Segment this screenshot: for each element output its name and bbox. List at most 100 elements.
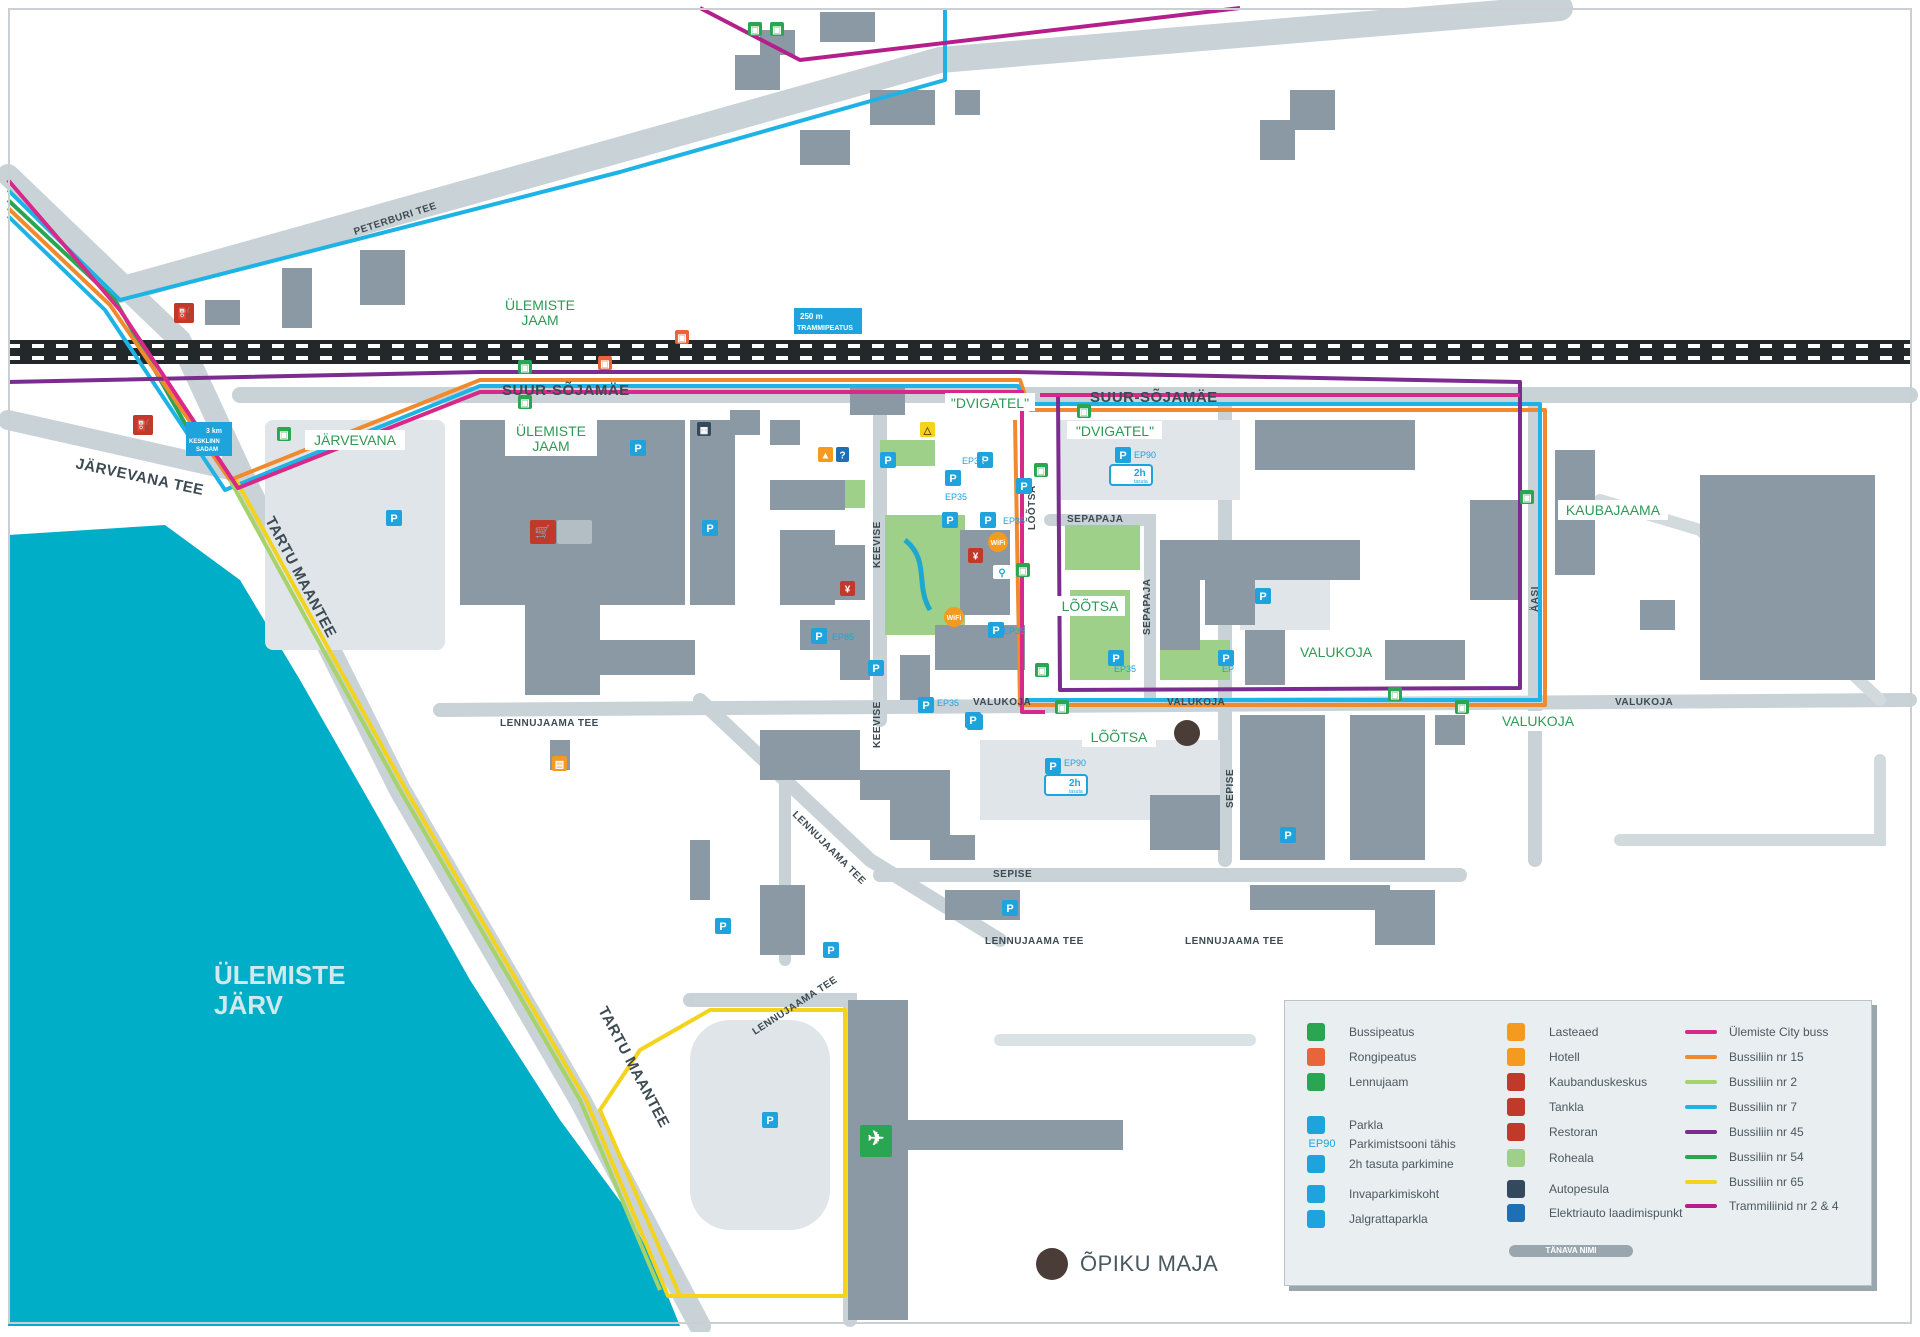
parking-big-icon[interactable]: P — [965, 712, 981, 728]
parking-icon[interactable]: P — [942, 512, 958, 528]
svg-text:▣: ▣ — [1036, 466, 1045, 477]
svg-text:⛽: ⛽ — [136, 419, 150, 432]
info-icon[interactable]: ? — [836, 447, 849, 462]
parking-icon[interactable]: P — [1255, 588, 1271, 604]
bus-stop-icon[interactable]: ▣ — [1035, 663, 1049, 677]
legend-item-label: Bussiliin nr 65 — [1729, 1175, 1804, 1189]
hotel-icon[interactable]: ▤ — [552, 756, 567, 771]
parking-icon[interactable]: P — [868, 660, 884, 676]
parking-icon[interactable]: P — [823, 942, 839, 958]
bus-stop-icon[interactable]: ▣ — [518, 360, 532, 374]
parking-icon[interactable]: P — [630, 440, 646, 456]
legend-item: Bussiliin nr 2 — [1685, 1071, 1797, 1093]
legend-item-label: Parkimistsooni tähis — [1349, 1137, 1456, 1151]
parking-icon[interactable]: P — [811, 628, 827, 644]
bus-stop-icon[interactable]: ▣ — [1388, 687, 1402, 701]
legend-item-label: Parkla — [1349, 1118, 1384, 1132]
route-line-7 — [6, 178, 1045, 714]
parking-icon[interactable]: P — [880, 452, 896, 468]
bus-stop-icon[interactable]: ▣ — [1077, 404, 1091, 418]
shopping-logo-icon[interactable] — [557, 520, 592, 544]
svg-text:tasuta: tasuta — [1134, 479, 1148, 485]
fuel-icon[interactable]: ⛽ — [174, 303, 194, 323]
bus-stop-icon[interactable]: ▣ — [1016, 563, 1030, 577]
bus-stop-icon[interactable]: ▣ — [277, 427, 291, 441]
parking-icon[interactable]: P — [1108, 650, 1124, 666]
svg-text:P: P — [1222, 653, 1229, 665]
opiku-maja-label[interactable]: ÕPIKU MAJA — [1036, 1248, 1218, 1280]
city-sign-line2: SADAM — [196, 447, 218, 453]
svg-text:▣: ▣ — [520, 363, 529, 374]
city-direction-sign[interactable]: 3 km KESKLINN SADAM — [186, 422, 232, 456]
bus-stop-icon[interactable]: ▣ — [1520, 490, 1534, 504]
parking-icon[interactable]: P — [386, 510, 402, 526]
parking-icon[interactable]: P — [1045, 758, 1061, 774]
bus-stop-icon[interactable]: ▣ — [1055, 700, 1069, 714]
parking-icon[interactable]: P — [1280, 827, 1296, 843]
street-label-aasi: ÄASI — [1528, 586, 1541, 612]
svg-text:P: P — [815, 631, 822, 643]
tram-stop-sign[interactable]: 250 m TRAMMIPEATUS — [794, 308, 862, 334]
legend-item: Rongipeatus — [1307, 1046, 1416, 1068]
parking-icon[interactable]: P — [1002, 900, 1018, 916]
parking-icon[interactable]: P — [945, 470, 961, 486]
parking-icon[interactable]: P — [762, 1112, 778, 1128]
bicycle-parking-icon[interactable]: ⚲ — [993, 565, 1011, 579]
restaurant-icon[interactable]: ¥ — [840, 581, 855, 596]
parking-big-icon[interactable]: P — [1016, 478, 1032, 494]
warning-icon[interactable]: △ — [920, 422, 935, 437]
car-wash-icon[interactable]: ▦ — [697, 422, 711, 436]
parking-icon[interactable]: P — [715, 918, 731, 934]
legend-item-label: Tankla — [1549, 1100, 1584, 1114]
svg-text:2h: 2h — [1069, 778, 1081, 789]
train-stop-icon[interactable]: ▣ — [675, 330, 689, 344]
kindergarten-icon[interactable]: ▲ — [818, 447, 833, 462]
parking-icon[interactable]: P — [1218, 650, 1234, 666]
parking-icon[interactable]: P — [977, 452, 993, 468]
svg-text:▦: ▦ — [700, 425, 709, 435]
opiku-maja-dot-icon — [1036, 1248, 1068, 1280]
svg-text:▤: ▤ — [555, 760, 564, 771]
svg-text:P: P — [1284, 830, 1291, 842]
bus-stop-icon[interactable]: ▣ — [1034, 463, 1048, 477]
opiku-maja-marker[interactable] — [1174, 720, 1200, 746]
street-label-sepapaja: SEPAPAJA — [1067, 514, 1123, 525]
parking-icon[interactable]: P — [1115, 447, 1131, 463]
svg-text:▣: ▣ — [750, 25, 759, 36]
bus-stop-icon[interactable]: ▣ — [748, 22, 762, 36]
train-stop-icon[interactable]: ▣ — [598, 356, 612, 370]
svg-text:P: P — [719, 921, 726, 933]
lake-label-line1: ÜLEMISTE — [214, 960, 345, 990]
place-label-lootsa-2: LÕÕTSA — [1091, 729, 1148, 745]
parking-icon[interactable]: P — [918, 697, 934, 713]
bus-stop-icon[interactable]: ▣ — [1455, 700, 1469, 714]
svg-text:P: P — [984, 515, 991, 527]
legend-item-label: Bussiliin nr 15 — [1729, 1050, 1804, 1064]
parking-icon[interactable]: P — [988, 622, 1004, 638]
restaurant-icon[interactable]: ¥ — [968, 548, 983, 563]
svg-text:P: P — [884, 455, 891, 467]
place-label-kaubajaama: KAUBAJAAMA — [1566, 502, 1661, 518]
svg-text:?: ? — [839, 451, 845, 462]
free-parking-icon — [1307, 1155, 1325, 1173]
shopping-icon — [1507, 1073, 1525, 1091]
legend-item: Invaparkimiskoht — [1307, 1183, 1439, 1205]
parking-icon[interactable]: P — [980, 512, 996, 528]
route-line-4 — [228, 479, 662, 1291]
shopping-icon[interactable]: 🛒 — [530, 520, 556, 544]
parking-icon[interactable]: P — [702, 520, 718, 536]
bus-stop-icon[interactable]: ▣ — [770, 22, 784, 36]
legend-item: Bussiliin nr 65 — [1685, 1171, 1804, 1193]
street-label-sepise-vert: SEPISE — [1225, 769, 1236, 808]
svg-text:▣: ▣ — [677, 333, 686, 344]
svg-text:P: P — [634, 443, 641, 455]
bus-stop-icon[interactable]: ▣ — [518, 395, 532, 409]
airport-terminal — [848, 1000, 908, 1320]
airport-icon[interactable]: ✈ — [860, 1125, 892, 1157]
fuel-icon[interactable]: ⛽ — [133, 415, 153, 435]
legend-item: Jalgrattaparkla — [1307, 1208, 1428, 1230]
